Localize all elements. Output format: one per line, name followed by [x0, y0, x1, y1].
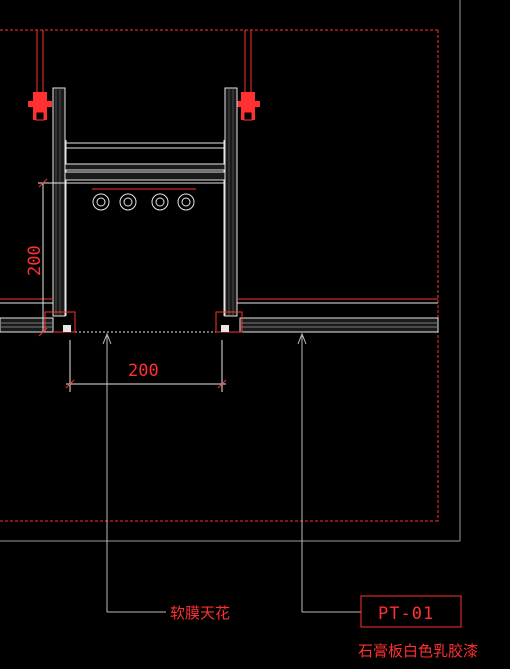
- vertical-dimension-label: 200: [25, 245, 45, 276]
- outer-frame: [0, 0, 461, 542]
- horizontal-dimension: [65, 340, 227, 392]
- left-side-board: [52, 87, 67, 317]
- leader-soft-film: [102, 332, 166, 613]
- light-fixtures: [92, 188, 196, 211]
- vertical-dimension: [38, 178, 65, 337]
- hanger-rod-right: [236, 30, 260, 121]
- inner-boundary: [0, 29, 439, 522]
- leader-pt01: [297, 332, 361, 613]
- hanger-rod-left: [28, 30, 52, 121]
- callout-gypsum-board-paint: 石膏板白色乳胶漆: [358, 642, 478, 660]
- horizontal-dimension-label: 200: [128, 361, 159, 381]
- ceiling-right: [237, 298, 439, 333]
- material-code-label: PT-01: [378, 604, 434, 624]
- top-board: [64, 142, 226, 184]
- callout-soft-film-ceiling: 软膜天花: [170, 604, 230, 622]
- clip-profiles: [44, 311, 243, 333]
- ceiling-left: [0, 298, 54, 333]
- material-tag-box: [360, 595, 462, 628]
- right-side-board: [223, 87, 238, 317]
